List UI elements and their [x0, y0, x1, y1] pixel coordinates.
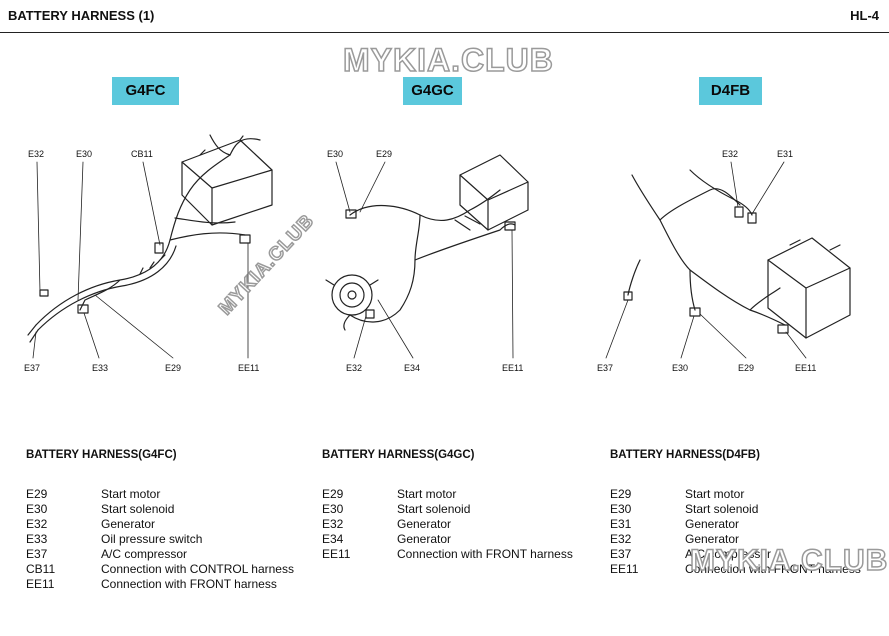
label-g4gc-e34: E34: [404, 363, 421, 373]
connector-code: E37: [610, 547, 632, 561]
connector-desc: Generator: [685, 517, 740, 531]
connector-desc: Start motor: [397, 487, 457, 501]
engine-badge-g4gc: G4GC: [403, 77, 462, 105]
label-g4gc-e32: E32: [346, 363, 363, 373]
table-title-d4fb: BATTERY HARNESS(D4FB): [610, 449, 760, 461]
label-d4fb-e32: E32: [722, 149, 739, 159]
label-g4fc-e33: E33: [92, 363, 109, 373]
connector-code: CB11: [26, 562, 56, 576]
label-g4gc-e30: E30: [327, 149, 344, 159]
connector-desc: Connection with FRONT harness: [685, 562, 861, 576]
table-row: E31 Generator: [610, 517, 861, 532]
d4fb-harness-drawing: [605, 161, 851, 359]
connector-code: E32: [610, 532, 632, 546]
table-title-g4gc: BATTERY HARNESS(G4GC): [322, 449, 475, 461]
watermark-top: MYKIA.CLUB: [342, 41, 554, 79]
engine-badge-g4fc: G4FC: [112, 77, 179, 105]
connector-desc: Connection with FRONT harness: [397, 547, 573, 561]
table-row: EE11 Connection with FRONT harness: [610, 562, 861, 577]
connector-code: EE11: [610, 562, 639, 576]
label-d4fb-ee11: EE11: [795, 363, 817, 373]
label-g4fc-e37: E37: [24, 363, 41, 373]
table-row: E32 Generator: [26, 517, 294, 532]
connector-code: E29: [322, 487, 344, 501]
engine-badge-d4fb: D4FB: [699, 77, 762, 105]
table-row: CB11 Connection with CONTROL harness: [26, 562, 294, 577]
connector-desc: A/C compressor: [101, 547, 188, 561]
connector-desc: Generator: [397, 517, 452, 531]
connector-code: E32: [26, 517, 48, 531]
label-g4fc-e32: E32: [28, 149, 45, 159]
connector-code: E30: [322, 502, 344, 516]
table-row: E29 Start motor: [610, 487, 861, 502]
connector-code: E29: [26, 487, 48, 501]
g4gc-harness-drawing: [325, 154, 529, 359]
table-row: E30 Start solenoid: [322, 502, 573, 517]
connector-code: EE11: [322, 547, 351, 561]
table-row: E33 Oil pressure switch: [26, 532, 294, 547]
g4fc-harness-drawing: [27, 134, 273, 359]
label-g4fc-cb11: CB11: [131, 149, 153, 159]
table-row: E30 Start solenoid: [610, 502, 861, 517]
page-header: BATTERY HARNESS (1) HL-4: [0, 0, 889, 33]
table-row: E37 A/C compressor: [610, 547, 861, 562]
table-row: EE11 Connection with FRONT harness: [322, 547, 573, 562]
connector-desc: Start motor: [685, 487, 745, 501]
connector-desc: Generator: [397, 532, 452, 546]
connector-table-g4fc: E29 Start motor E30 Start solenoid E32 Gene…: [26, 487, 294, 592]
connector-desc: Oil pressure switch: [101, 532, 203, 546]
connector-code: E37: [26, 547, 48, 561]
page-title: BATTERY HARNESS (1): [8, 8, 155, 23]
label-d4fb-e31: E31: [777, 149, 794, 159]
connector-desc: Start solenoid: [397, 502, 471, 516]
table-row: E37 A/C compressor: [26, 547, 294, 562]
connector-code: E34: [322, 532, 344, 546]
table-row: E34 Generator: [322, 532, 573, 547]
connector-desc: Start solenoid: [101, 502, 175, 516]
connector-desc: Start solenoid: [685, 502, 759, 516]
watermark-bottom: MYKIA.CLUB: [689, 543, 889, 578]
connector-code: E31: [610, 517, 632, 531]
table-row: E32 Generator: [610, 532, 861, 547]
connector-desc: Start motor: [101, 487, 161, 501]
table-row: E30 Start solenoid: [26, 502, 294, 517]
label-d4fb-e37: E37: [597, 363, 614, 373]
table-row: E32 Generator: [322, 517, 573, 532]
connector-code: E30: [26, 502, 48, 516]
connector-desc: Generator: [685, 532, 740, 546]
connector-desc: Connection with CONTROL harness: [101, 562, 294, 576]
table-title-g4fc: BATTERY HARNESS(G4FC): [26, 449, 177, 461]
connector-code: E33: [26, 532, 48, 546]
connector-desc: A/C compressor: [685, 547, 772, 561]
connector-desc: Connection with FRONT harness: [101, 577, 277, 591]
connector-code: E32: [322, 517, 344, 531]
table-row: E29 Start motor: [26, 487, 294, 502]
connector-code: E30: [610, 502, 632, 516]
connector-desc: Generator: [101, 517, 156, 531]
harness-diagrams: [27, 134, 851, 359]
connector-code: E29: [610, 487, 632, 501]
label-g4fc-e29: E29: [165, 363, 182, 373]
connector-code: EE11: [26, 577, 55, 591]
page-code: HL-4: [850, 8, 879, 23]
label-g4fc-ee11: EE11: [238, 363, 260, 373]
label-g4gc-e29: E29: [376, 149, 393, 159]
table-row: EE11 Connection with FRONT harness: [26, 577, 294, 592]
label-g4gc-ee11: EE11: [502, 363, 524, 373]
table-row: E29 Start motor: [322, 487, 573, 502]
label-d4fb-e30: E30: [672, 363, 689, 373]
label-d4fb-e29: E29: [738, 363, 755, 373]
label-g4fc-e30: E30: [76, 149, 93, 159]
